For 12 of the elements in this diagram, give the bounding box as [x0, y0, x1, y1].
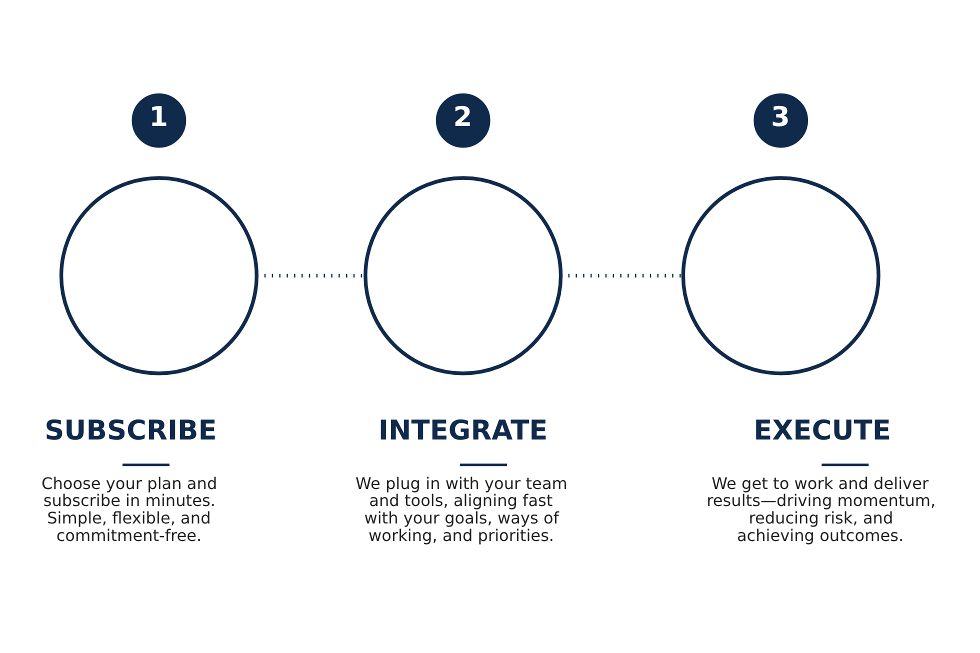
node-label: EXECUTE — [754, 415, 891, 446]
node-label: We get to work and deliver results—driving momentum, reducing risk, and achieving outcomes. — [706, 473, 936, 544]
node-circle: 1 — [132, 92, 186, 148]
node-circle — [364, 176, 563, 375]
node-label: We plug in with your team and tools, aligning fast with your goals, ways of working, and priorities. — [356, 473, 568, 544]
node-circle: 2 — [436, 92, 490, 148]
node-circle: 3 — [754, 92, 808, 148]
node-label: SUBSCRIBE — [44, 415, 217, 446]
node-circle — [681, 176, 880, 375]
node-circle — [59, 176, 258, 375]
node-label: Choose your plan and subscribe in minutes. Simple, flexible, and commitment-free. — [42, 473, 218, 544]
node-label: INTEGRATE — [378, 415, 548, 446]
